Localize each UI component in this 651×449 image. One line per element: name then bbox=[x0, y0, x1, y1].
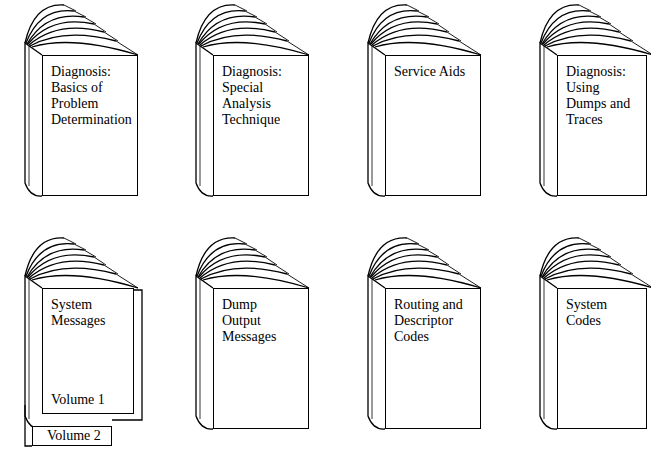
volume-label: Volume 1 bbox=[51, 392, 105, 408]
book-figure bbox=[540, 238, 651, 429]
book-cover: Service Aids bbox=[385, 55, 481, 196]
book-title: Routing and Descriptor Codes bbox=[394, 297, 470, 345]
book-title: System Messages bbox=[51, 297, 127, 329]
book-cover: System MessagesVolume 1 bbox=[42, 288, 134, 414]
book-figure bbox=[196, 5, 309, 196]
book-title: Diagnosis: Basics of Problem Determinati… bbox=[51, 64, 131, 128]
book-cover: Routing and Descriptor Codes bbox=[385, 288, 481, 429]
book-cover: System Codes bbox=[557, 288, 647, 429]
book-title: System Codes bbox=[566, 297, 640, 329]
book-cover: Diagnosis: Special Analysis Technique bbox=[213, 55, 309, 196]
book-title: Diagnosis: Special Analysis Technique bbox=[222, 64, 302, 128]
book-figure bbox=[368, 238, 481, 429]
book-cover: Diagnosis: Using Dumps and Traces bbox=[557, 55, 647, 196]
book-figure bbox=[25, 5, 138, 196]
book-cover: Dump Output Messages bbox=[213, 288, 309, 429]
book-figure bbox=[368, 5, 481, 196]
book-cover: Diagnosis: Basics of Problem Determinati… bbox=[42, 55, 138, 196]
book-title: Volume 2 bbox=[47, 428, 107, 444]
book-title: Dump Output Messages bbox=[222, 297, 284, 345]
volume-tab: Volume 2 bbox=[32, 426, 112, 446]
book-figure bbox=[196, 238, 309, 429]
book-figure bbox=[540, 5, 651, 196]
book-title: Service Aids bbox=[394, 64, 474, 80]
book-title: Diagnosis: Using Dumps and Traces bbox=[566, 64, 640, 128]
book-figure bbox=[25, 238, 138, 429]
